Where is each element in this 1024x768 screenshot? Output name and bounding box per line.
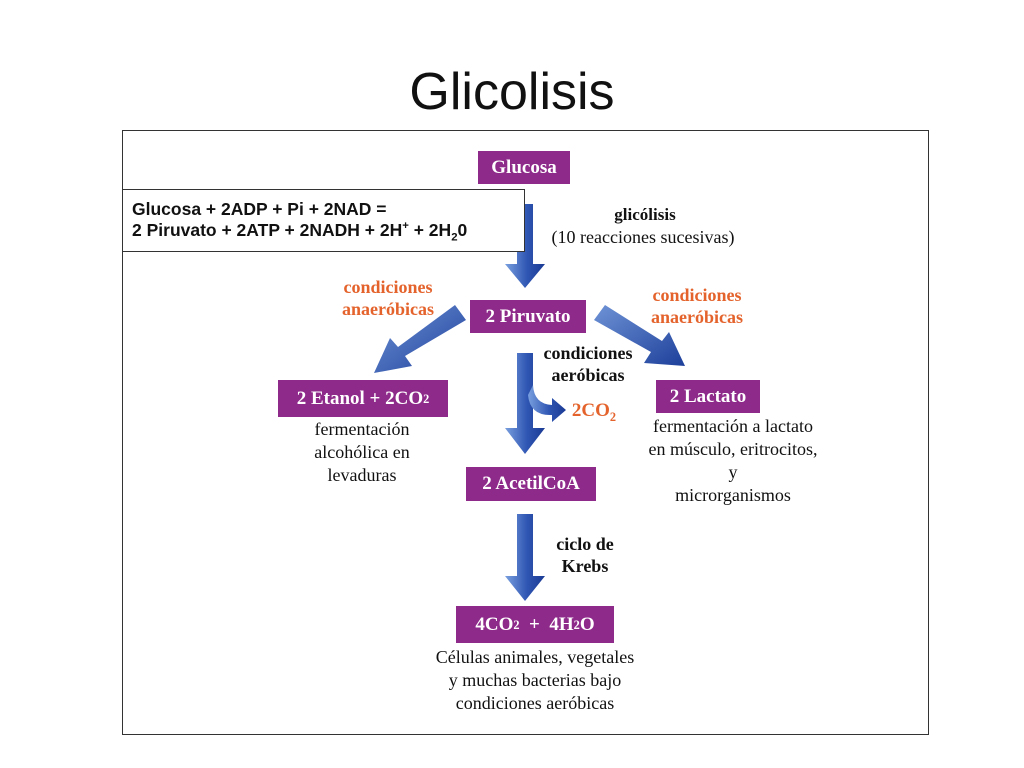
desc-lactato: fermentación a lactato en músculo, eritr… <box>648 416 818 505</box>
label-krebs: ciclo de Krebs <box>556 534 614 576</box>
node-piruvato: 2 Piruvato <box>470 300 586 333</box>
node-acetilcoa: 2 AcetilCoA <box>466 467 596 501</box>
label-co2: 2CO2 <box>571 400 617 424</box>
page-title: Glicolisis <box>409 63 615 121</box>
arrow-piruvato-lactato <box>594 305 685 366</box>
label-glicolisis-detail: (10 reacciones sucesivas) <box>551 227 735 247</box>
arrow-glucosa-piruvato <box>505 204 545 288</box>
arrow-piruvato-etanol <box>374 305 466 373</box>
equation-box: Glucosa + 2ADP + Pi + 2NAD = 2 Piruvato … <box>122 189 525 252</box>
arrow-co2-branch <box>528 385 566 422</box>
node-lactato: 2 Lactato <box>656 380 760 413</box>
equation-line-1: Glucosa + 2ADP + Pi + 2NAD = <box>132 199 387 219</box>
desc-etanol: fermentación alcohólica en levaduras <box>314 419 410 485</box>
arrow-acetilcoa-final <box>505 514 545 601</box>
label-anaerobic-left: condiciones anaeróbicas <box>342 277 434 319</box>
label-anaerobic-right: condiciones anaeróbicas <box>651 285 743 327</box>
desc-final: Células animales, vegetales y muchas bac… <box>435 647 635 713</box>
equation-line-2: 2 Piruvato + 2ATP + 2NADH + 2H+ + 2H20 <box>132 220 468 244</box>
node-glucosa: Glucosa <box>478 151 570 184</box>
label-glicolisis: glicólisis <box>614 205 676 224</box>
label-aerobic: condiciones aeróbicas <box>543 343 633 385</box>
diagram-frame <box>122 130 929 735</box>
arrow-piruvato-acetilcoa <box>505 353 545 454</box>
